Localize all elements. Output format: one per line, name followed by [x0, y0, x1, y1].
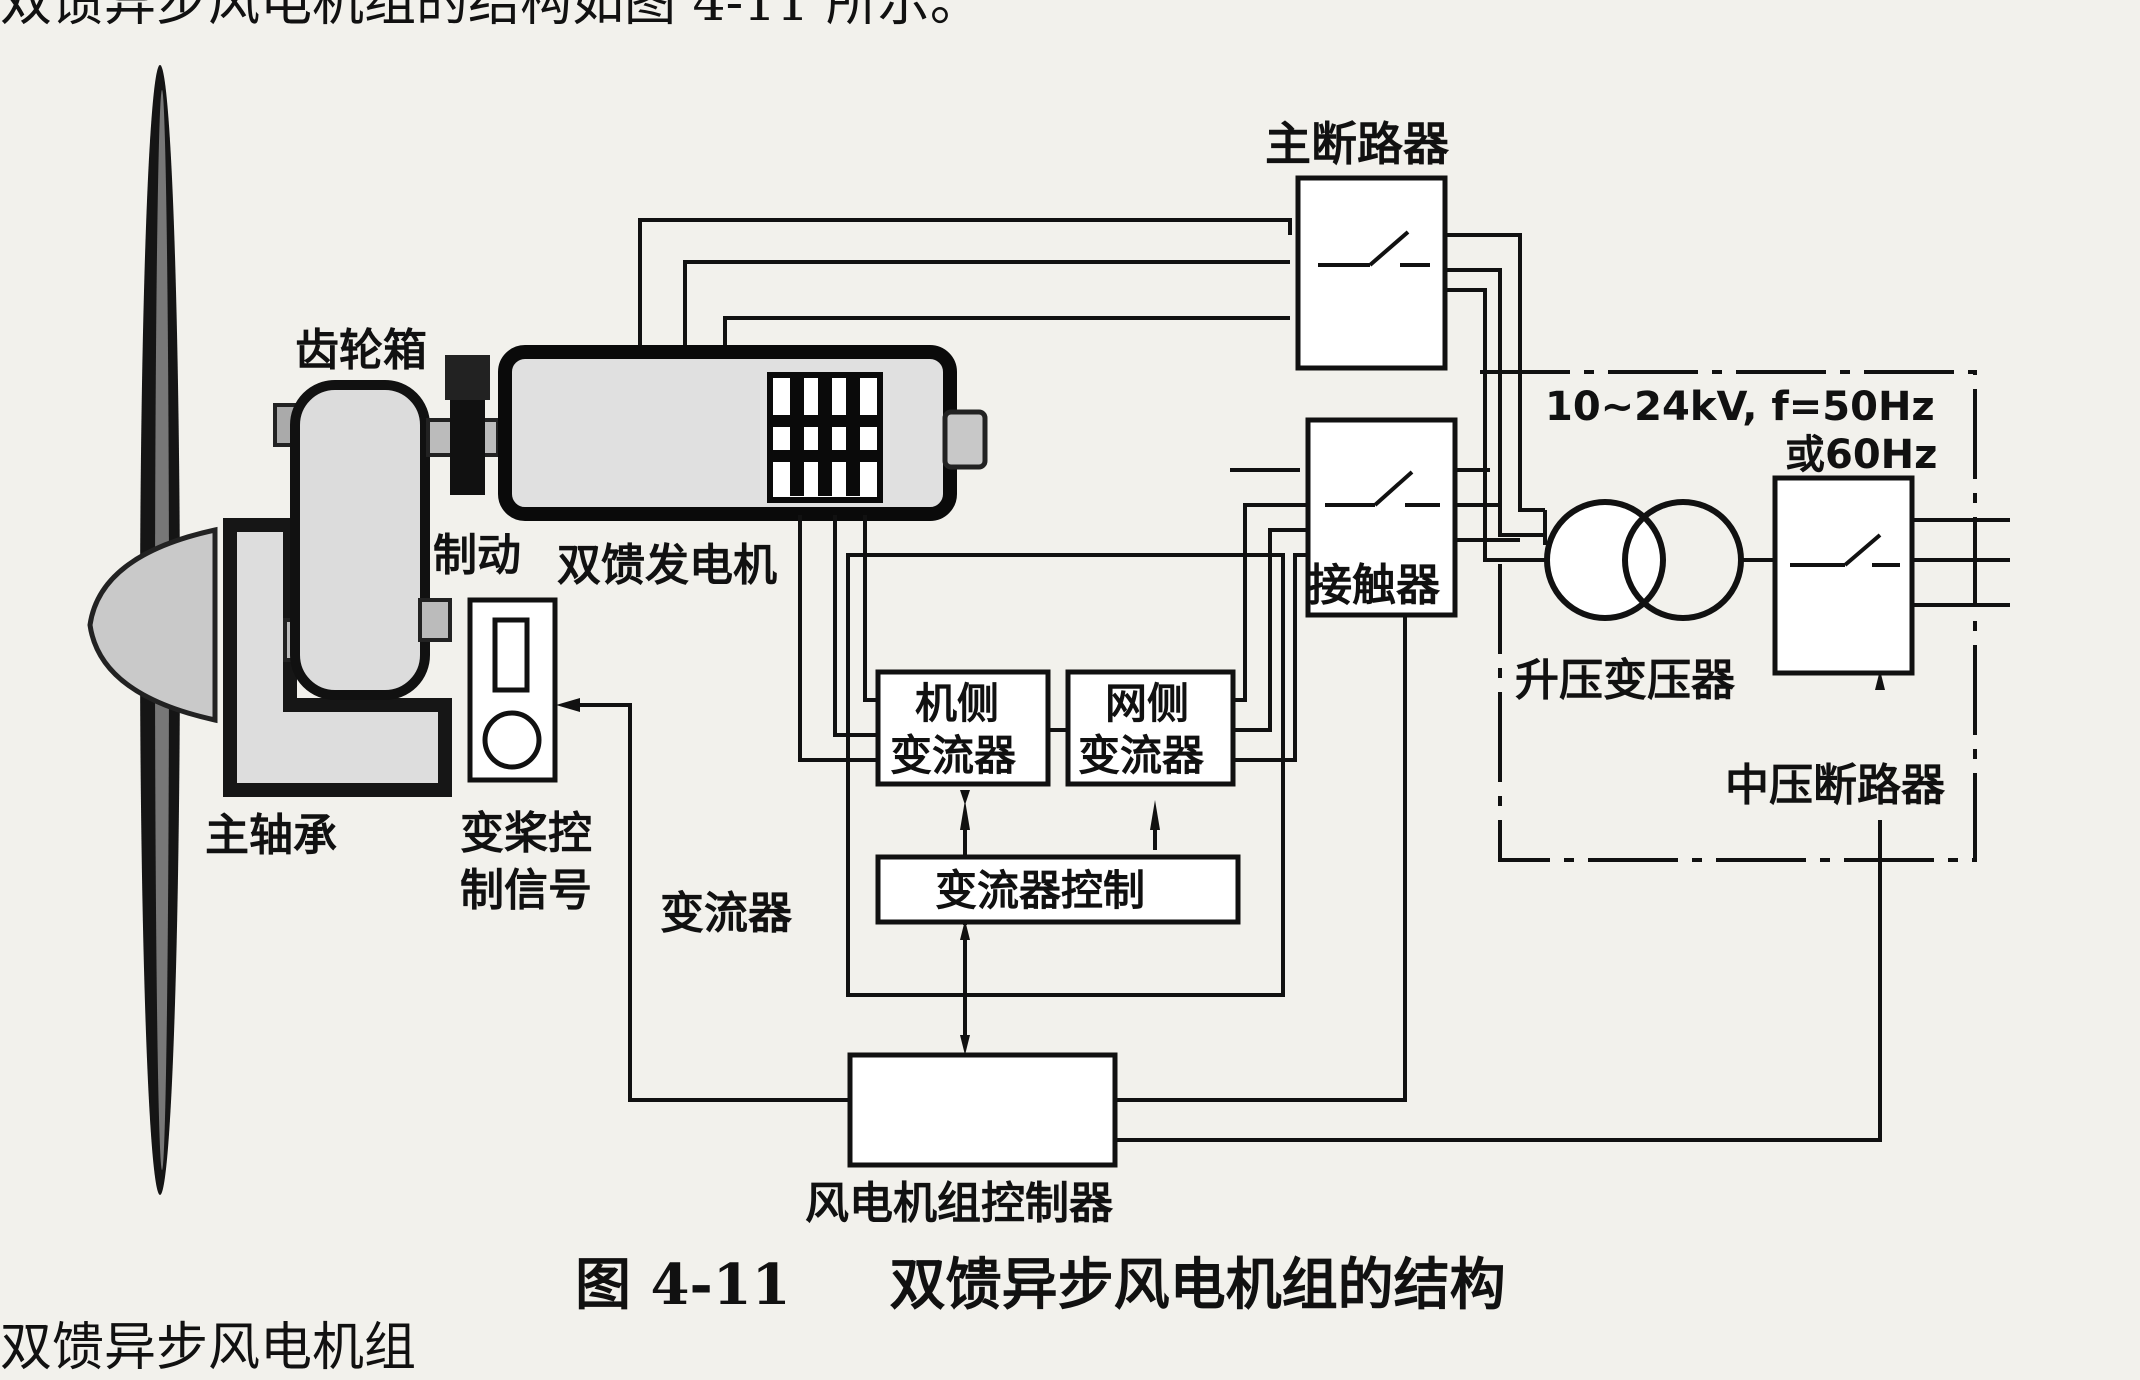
rotor-side-converter: [875, 669, 1051, 787]
label-grid-side-line1: 网侧: [1105, 679, 1189, 728]
label-converter: 变流器: [660, 888, 793, 939]
label-dfig: 双馈发电机: [557, 540, 777, 591]
turbine-controller: [847, 1052, 1118, 1168]
mv-breaker: [1772, 475, 1915, 676]
label-brake: 制动: [433, 530, 521, 581]
figure-number: 图 4-11: [575, 1252, 791, 1318]
arrowheads: [556, 670, 1885, 1055]
label-turbine-controller: 风电机组控制器: [805, 1178, 1114, 1229]
label-pitch-signal-line1: 变桨控: [460, 808, 592, 859]
top-text-line: 双馈异步风电机组的结构如图 4-11 所示。: [0, 0, 982, 33]
figure-caption: 图 4-11 双馈异步风电机组的结构: [575, 1240, 1506, 1321]
dfig-generator: [498, 345, 988, 521]
label-mv-breaker: 中压断路器: [1725, 760, 1946, 811]
page: 双馈异步风电机组的结构如图 4-11 所示。: [0, 0, 2010, 1378]
converter-control: [875, 854, 1241, 925]
label-grid-spec-line1: 10~24kV, f=50Hz: [1545, 384, 1935, 430]
label-rotor-side-line2: 变流器: [890, 731, 1017, 780]
label-grid-spec-line2: 或60Hz: [1785, 432, 1937, 478]
label-converter-control: 变流器控制: [935, 866, 1145, 915]
label-rotor-side-line1: 机侧: [915, 679, 999, 728]
grid-side-converter: [1065, 669, 1236, 787]
step-up-transformer: [1544, 499, 1744, 621]
label-main-bearing: 主轴承: [205, 810, 337, 861]
main-breaker: [1295, 175, 1448, 371]
wiring: [565, 218, 2010, 1142]
label-main-breaker: 主断路器: [1265, 117, 1450, 171]
figure-title: 双馈异步风电机组的结构: [889, 1252, 1506, 1318]
contactor: [1305, 417, 1458, 618]
gearbox: [290, 380, 452, 700]
hub-spinner: [87, 526, 218, 724]
label-pitch-signal-line2: 制信号: [460, 865, 592, 916]
label-step-up-transformer: 升压变压器: [1515, 655, 1736, 706]
bottom-text-line: 双馈异步风电机组: [0, 1318, 417, 1378]
label-grid-side-line2: 变流器: [1078, 731, 1205, 780]
label-contactor: 接触器: [1308, 560, 1441, 611]
label-gearbox: 齿轮箱: [295, 325, 427, 376]
pitch-control-device: [467, 597, 558, 783]
brake-disc: [426, 355, 500, 495]
wind-turbine-structure-diagram: 主断路器 10~24kV, f=50Hz 或60Hz 齿轮箱 制动 双馈发电机 …: [87, 65, 2010, 1229]
